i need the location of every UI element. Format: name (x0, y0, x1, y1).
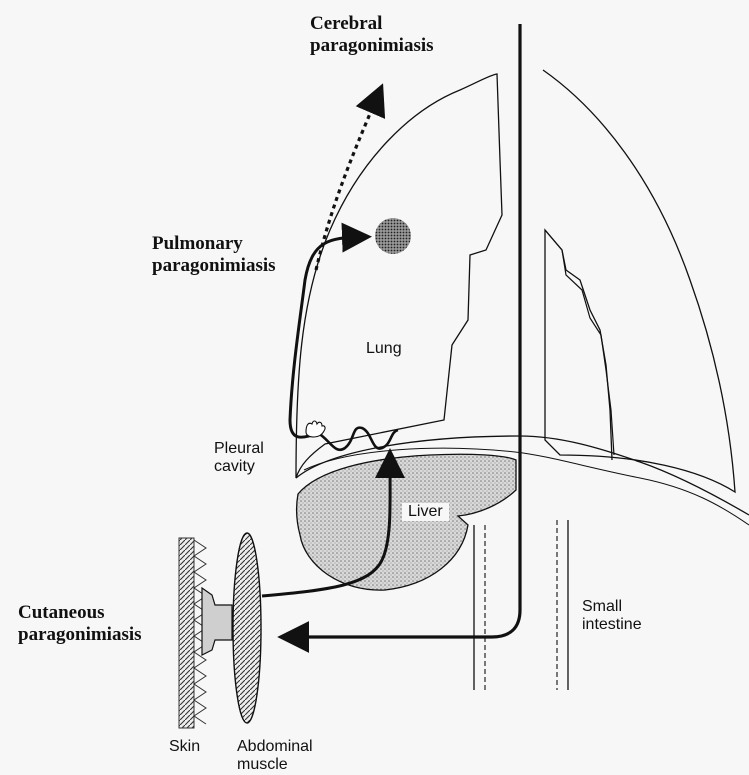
abdominal-muscle-shape (233, 533, 261, 723)
pleural-worm-path (318, 428, 398, 450)
liver-shape (297, 454, 516, 590)
migration-arrow-lung (290, 237, 360, 437)
small-intestine-label: Small intestine (582, 598, 642, 635)
liver-label: Liver (402, 503, 449, 521)
pulmonary-label: Pulmonary paragonimiasis (152, 233, 276, 277)
abdominal-muscle-label: Abdominal muscle (237, 738, 313, 775)
left-lung-outline (296, 74, 502, 478)
skin-label: Skin (169, 738, 200, 756)
skin-layer (179, 538, 194, 728)
cutaneous-lesion (202, 588, 232, 655)
lung-label: Lung (366, 340, 402, 358)
cerebral-label: Cerebral paragonimiasis (310, 13, 434, 57)
lung-nodule (375, 218, 411, 254)
pleural-cavity-label: Pleural cavity (214, 440, 264, 477)
right-lung-fissure (545, 230, 614, 455)
cutaneous-label: Cutaneous paragonimiasis (18, 602, 142, 646)
